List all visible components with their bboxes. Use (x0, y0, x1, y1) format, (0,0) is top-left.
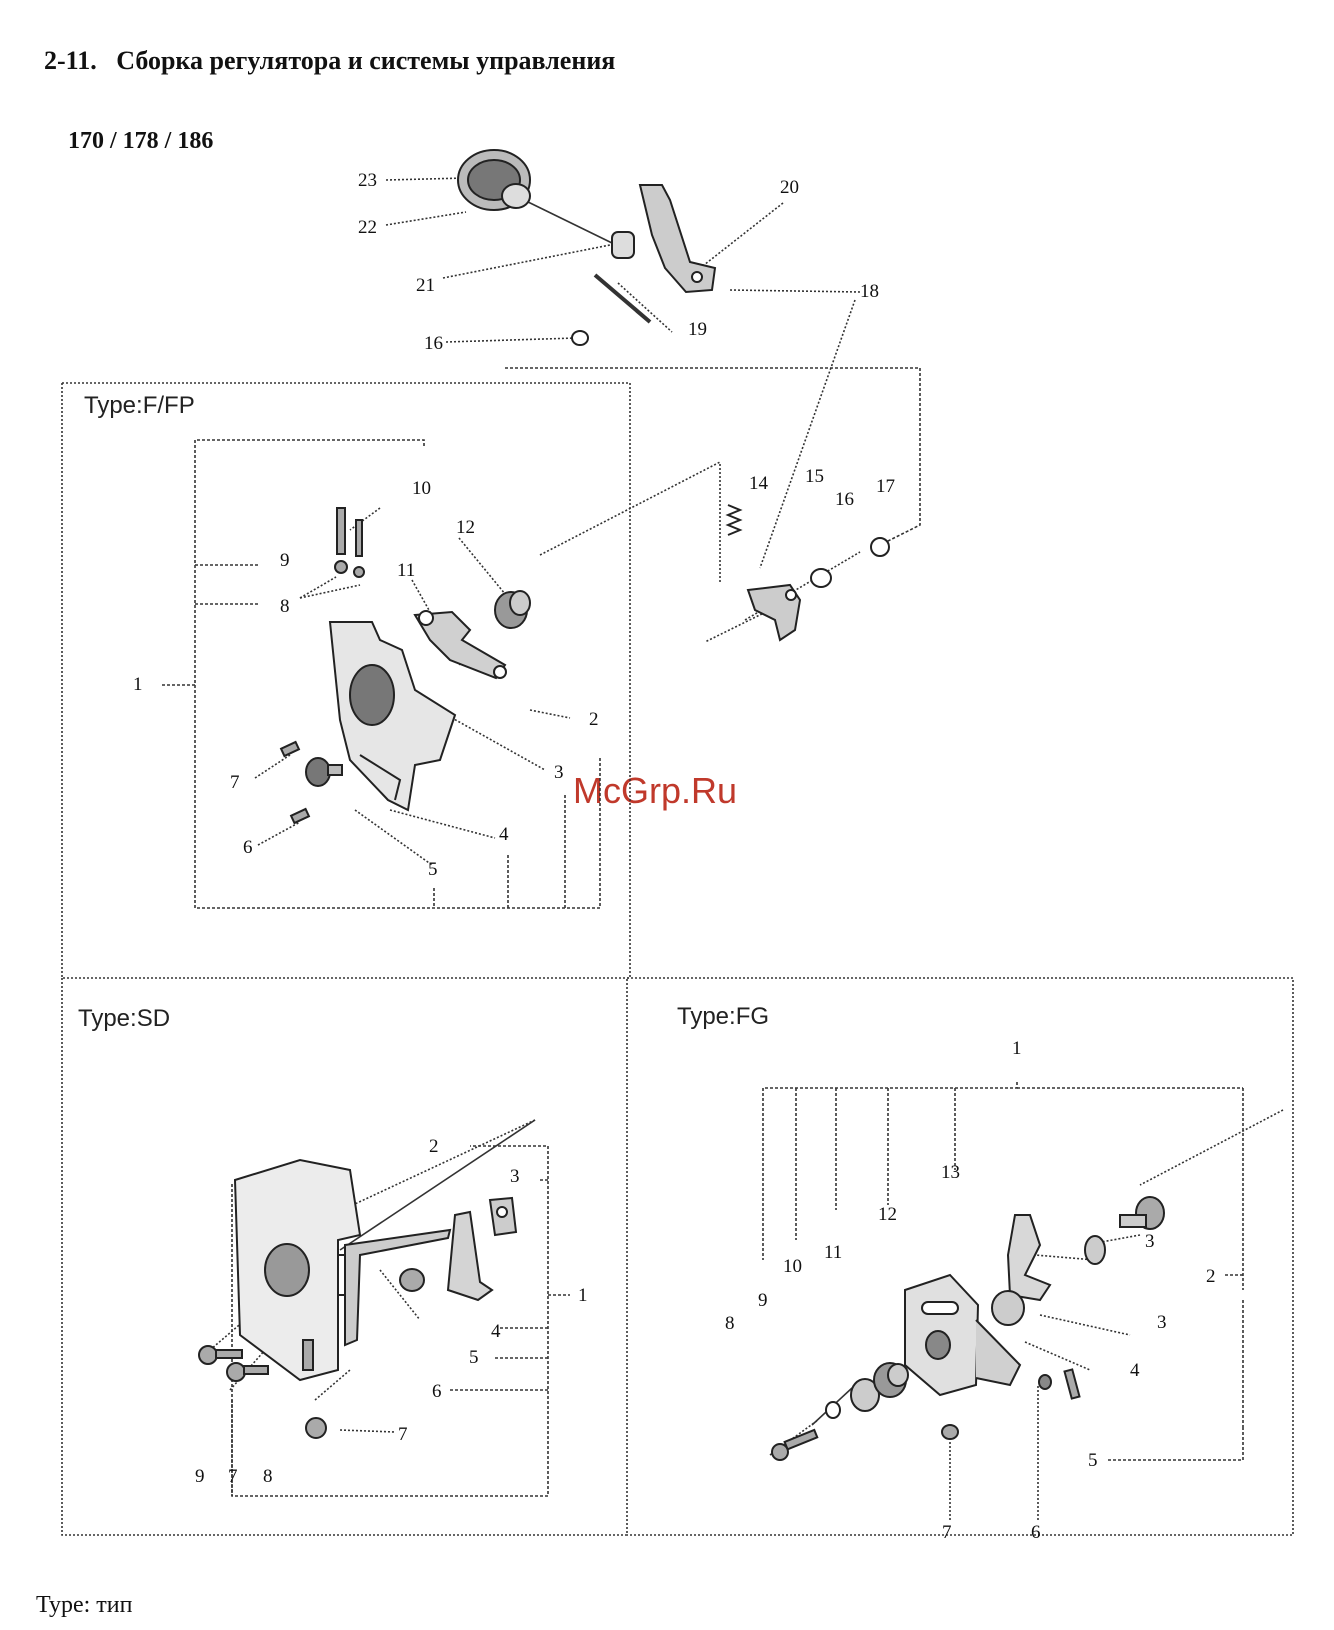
spring-14 (728, 505, 740, 535)
callout-label: 4 (491, 1321, 501, 1342)
callout-label: 8 (263, 1466, 273, 1487)
callouts-ffp: 10 9 8 12 11 1 2 3 7 4 6 5 14 15 16 17 (133, 466, 895, 880)
callout-label: 9 (758, 1290, 768, 1311)
callout-label: 7 (230, 772, 240, 793)
callout-label: 11 (397, 560, 415, 581)
lever-4-sd (448, 1212, 492, 1300)
callout-label: 22 (358, 217, 377, 238)
callout-label: 18 (860, 281, 879, 302)
callout-label: 6 (243, 837, 253, 858)
lever-11-ffp (415, 611, 506, 678)
callout-label: 7 (942, 1522, 952, 1543)
callout-label: 3 (554, 762, 564, 783)
callout-label: 1 (578, 1285, 588, 1306)
callout-label: 10 (783, 1256, 802, 1277)
callout-label: 8 (725, 1313, 735, 1334)
callout-label: 4 (1130, 1360, 1140, 1381)
callout-label: 5 (469, 1347, 479, 1368)
callout-label: 4 (499, 824, 509, 845)
callout-label: 3 (510, 1166, 520, 1187)
callout-label: 21 (416, 275, 435, 296)
callout-label: 16 (424, 333, 443, 354)
callout-label: 5 (428, 859, 438, 880)
control-plate-ffp (330, 622, 455, 810)
nut-5-sd (400, 1269, 424, 1291)
callout-label: 5 (1088, 1450, 1098, 1471)
callout-label: 7 (398, 1424, 408, 1445)
callout-label: 16 (835, 489, 854, 510)
lever-13-fg (1008, 1215, 1050, 1300)
callout-label: 19 (688, 319, 707, 340)
callout-label: 3 (1145, 1231, 1155, 1252)
bracket-3-sd (490, 1198, 516, 1235)
governor-gear-23 (458, 150, 530, 210)
knob-5-ffp (306, 758, 342, 786)
control-plate-sd (235, 1160, 360, 1380)
callout-label: 14 (749, 473, 769, 494)
lever-2-sd (345, 1230, 450, 1345)
bracket-top (505, 368, 920, 545)
callout-label: 12 (878, 1204, 897, 1225)
callout-label: 9 (195, 1466, 205, 1487)
callout-label: 11 (824, 1242, 842, 1263)
throttle-lever-15 (748, 585, 800, 640)
bolts-sd (199, 1340, 326, 1438)
callout-label: 8 (280, 596, 290, 617)
callout-label: 23 (358, 170, 377, 191)
spring-12-ffp (495, 591, 530, 628)
callout-label: 12 (456, 517, 475, 538)
spring-11-fg (874, 1363, 908, 1397)
callout-label: 13 (941, 1162, 960, 1183)
callout-label: 1 (133, 674, 143, 695)
bracket-fg (763, 1082, 1017, 1260)
callouts-top: 23 22 21 20 18 19 16 (358, 170, 879, 354)
callout-label: 3 (1157, 1312, 1167, 1333)
callout-label: 9 (280, 550, 290, 571)
callout-label: 20 (780, 177, 799, 198)
callout-label: 2 (429, 1136, 439, 1157)
washers-16-17 (811, 538, 889, 587)
callout-label: 10 (412, 478, 431, 499)
callouts-fg: 1 13 12 11 10 9 8 2 3 3 4 5 7 6 (725, 1038, 1216, 1543)
panel-border-fg (627, 978, 1293, 1535)
callout-label: 6 (1031, 1522, 1041, 1543)
callout-label: 1 (1012, 1038, 1022, 1059)
callout-label: 2 (589, 709, 599, 730)
callout-label: 15 (805, 466, 824, 487)
callout-label: 2 (1206, 1266, 1216, 1287)
callout-label: 17 (876, 476, 895, 497)
washer-16-top (572, 331, 588, 345)
knob-2-fg (1120, 1197, 1164, 1229)
governor-arm-20 (612, 185, 715, 292)
callout-label: 6 (432, 1381, 442, 1402)
callout-label: 7 (228, 1466, 238, 1487)
